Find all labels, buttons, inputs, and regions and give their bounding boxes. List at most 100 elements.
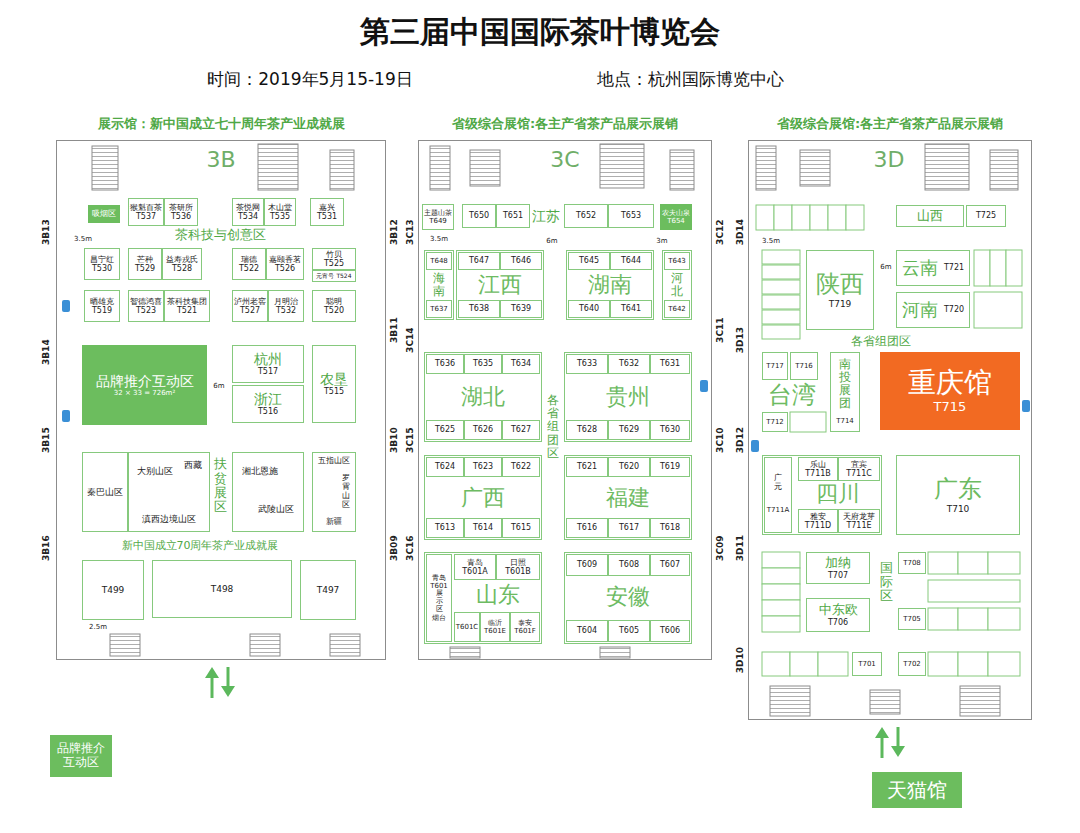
- text-slot: T601C: [455, 613, 479, 641]
- label-text: 各省组团区: [851, 335, 911, 349]
- label-text: 3B09: [389, 535, 399, 561]
- label-text: 省级综合展馆:各主产省茶产品展示展销: [452, 117, 678, 132]
- booth-box: T638: [458, 300, 500, 318]
- text-slot: 主题山茶T649: [423, 205, 453, 229]
- label-text: 西藏: [184, 460, 202, 470]
- text-slot: 泸州老窖T527: [233, 291, 267, 321]
- text-slot: 3C: [540, 146, 590, 174]
- label-text: 河南: [902, 300, 938, 321]
- label-text: T605: [619, 626, 639, 635]
- booth-box: T615: [502, 518, 540, 538]
- text-slot: 3C09: [713, 528, 727, 568]
- label-text: 6m: [546, 237, 557, 245]
- text-slot: 时间：2019年5月15-19日: [170, 68, 450, 92]
- text-slot: 天猫馆: [872, 772, 962, 808]
- text-slot: 第三届中国国际茶叶博览会: [0, 10, 1080, 54]
- text-slot: 湘北恩施: [238, 464, 282, 478]
- text-slot: T638: [459, 301, 499, 317]
- text-slot: T708: [899, 553, 925, 573]
- label-text: 秦巴山区: [87, 487, 123, 497]
- text-slot: 中东欧T706: [807, 599, 869, 631]
- label-text: T609: [577, 560, 597, 569]
- booth-box: 河南T720: [896, 292, 970, 328]
- label-text: 3C09: [715, 535, 725, 560]
- text-slot: T604: [567, 621, 607, 641]
- text-slot: T717: [763, 353, 787, 379]
- text-slot: T645: [569, 253, 609, 269]
- label-text: 猴魁百茶: [130, 203, 162, 212]
- label-text: T621: [577, 462, 597, 471]
- booth-box: 大别山区西藏滇西边境山区: [128, 452, 210, 532]
- label-text: T636: [435, 359, 455, 368]
- hall-outline: 省级综合展馆:各主产省茶产品展示展销3D山西T725陕西T719云南T721河南…: [748, 140, 1032, 720]
- text-slot: T721: [940, 261, 968, 275]
- text-slot: 3C14: [403, 320, 417, 360]
- label-text: T620: [619, 462, 639, 471]
- booth-box: 日照T601B: [496, 554, 540, 580]
- text-slot: T624: [427, 458, 463, 476]
- text-slot: 3C12: [713, 212, 727, 252]
- text-slot: T702: [899, 653, 925, 675]
- text-slot: 青岛T601展示区烟台: [427, 555, 451, 641]
- label-text: 广元: [774, 474, 782, 492]
- text-slot: 广东T710: [897, 456, 1019, 534]
- label-text: 省级综合展馆:各主产省茶产品展示展销: [777, 117, 1003, 132]
- label-text: T606: [660, 626, 680, 635]
- label-text: 3D12: [735, 427, 745, 453]
- label-text: T638: [469, 304, 489, 313]
- label-text: 芒种: [137, 255, 153, 264]
- text-slot: 各省组团区: [545, 392, 561, 462]
- label-text: 河北: [671, 272, 683, 298]
- text-slot: 雅安T711D: [799, 510, 837, 532]
- booth-box: 月明治T532: [268, 290, 304, 322]
- text-slot: T628: [567, 421, 607, 439]
- text-slot: 3m: [652, 236, 672, 246]
- booth-box: T499: [82, 560, 144, 620]
- label-text: T630: [660, 425, 680, 434]
- text-slot: 3.5m: [68, 234, 98, 244]
- text-slot: T633: [567, 355, 607, 373]
- escalator-arrows: [205, 667, 905, 758]
- label-text: T601B: [505, 567, 531, 576]
- booth-box: T623: [464, 457, 502, 477]
- text-slot: 3B14: [39, 332, 53, 372]
- booth-box: T621: [566, 457, 608, 477]
- text-slot: 农垦T515: [313, 346, 355, 422]
- label-text: 农垦: [320, 371, 348, 387]
- label-text: 3B11: [389, 317, 399, 343]
- booth-box: T614: [464, 518, 502, 538]
- label-text: 聪明: [326, 297, 342, 306]
- booth-box: 加纳T707: [806, 552, 870, 584]
- booth-box: T628: [566, 420, 608, 440]
- label-text: 竹贝: [326, 250, 342, 259]
- label-text: T614: [473, 523, 493, 532]
- booth-box: 云南T721: [896, 250, 970, 286]
- booth-box: T640: [568, 300, 610, 318]
- booth-box: 嘉颐香茗T526: [266, 248, 304, 280]
- label-text: 3C16: [405, 535, 415, 560]
- label-text: T714: [836, 417, 854, 425]
- label-text: T601F: [514, 627, 536, 635]
- featured-pavilion: 重庆馆T715: [880, 352, 1020, 430]
- label-text: 宜宾: [851, 460, 867, 469]
- text-slot: 3C11: [713, 310, 727, 350]
- booth-box: 茶研所T536: [164, 198, 198, 226]
- text-slot: T621: [567, 458, 607, 476]
- label-text: T706: [828, 618, 848, 627]
- text-slot: 猴魁百茶T537: [129, 199, 163, 225]
- text-slot: T714: [830, 414, 860, 428]
- label-text: 品牌推介互动区: [96, 373, 194, 389]
- text-slot: 各省组团区: [846, 334, 916, 350]
- label-text: T608: [619, 560, 639, 569]
- text-slot: 吸烟区: [88, 205, 120, 223]
- text-slot: T720: [940, 303, 968, 317]
- province-block: 湖南T645T644T640T641: [566, 250, 654, 320]
- text-slot: T640: [569, 301, 609, 317]
- booth-box: T643: [664, 252, 690, 270]
- label-text: T529: [135, 264, 155, 273]
- booth-box: 广元T711A: [764, 457, 792, 533]
- booth-box: T619: [650, 457, 690, 477]
- booth-box: 晒雄克T519: [84, 290, 120, 322]
- booth-box: 芒种T529: [128, 248, 162, 280]
- text-slot: 益寿戎氏T528: [163, 249, 201, 279]
